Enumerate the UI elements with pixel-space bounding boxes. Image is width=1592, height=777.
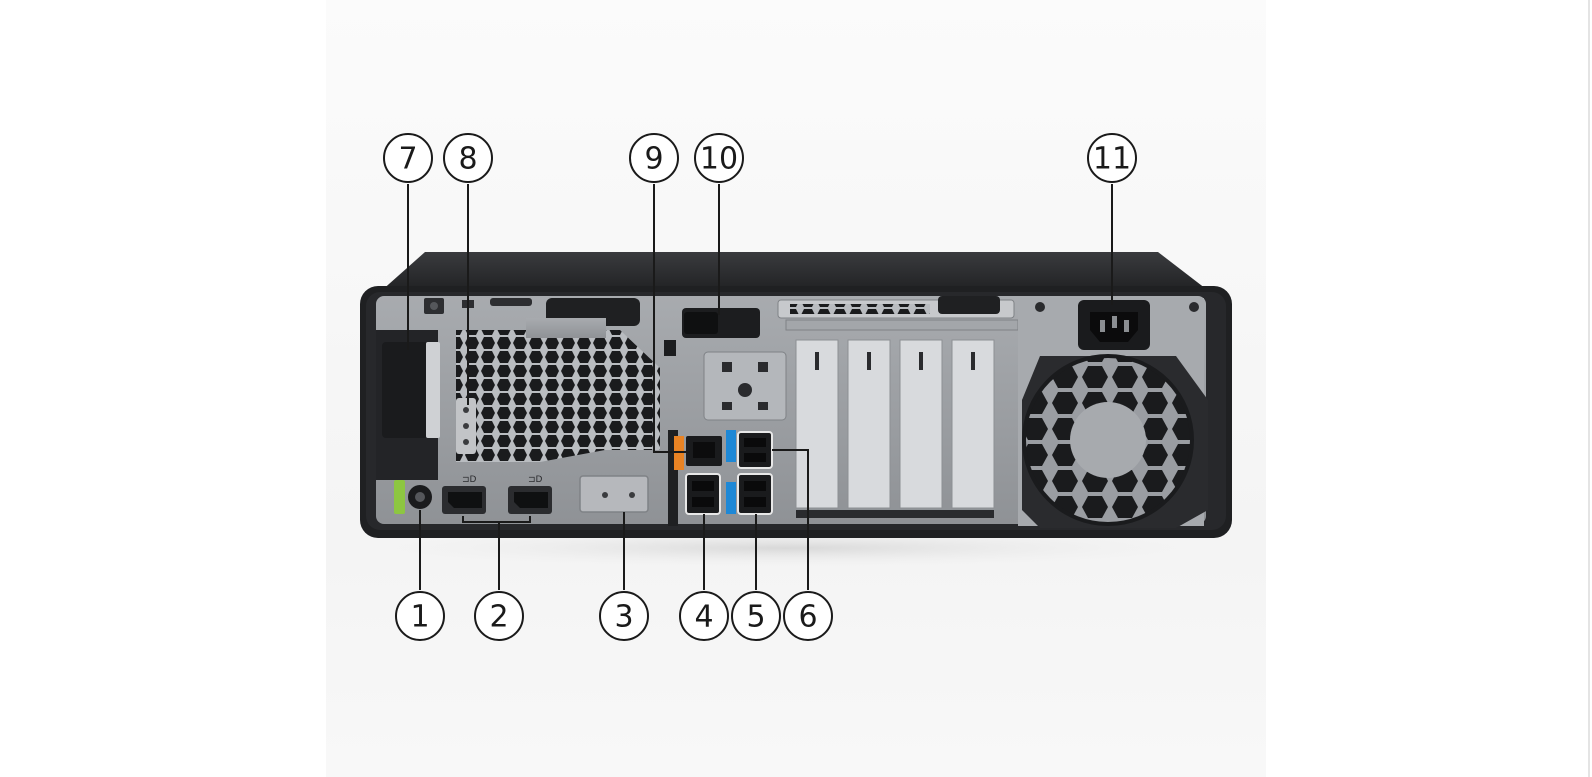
displayport-ports: ⊐D ⊐D: [442, 475, 552, 514]
callout-leader-2: [462, 516, 531, 523]
expansion-slots: [777, 296, 1019, 518]
optional-port-cover: [579, 475, 649, 513]
security-slot-2: [463, 423, 469, 429]
security-slot-1: [463, 407, 469, 413]
psu-screw-1: [1035, 302, 1045, 312]
callout-number-7: 7: [398, 142, 417, 177]
callout-number-9: 9: [644, 142, 663, 177]
latch-grip: [684, 312, 718, 334]
cover-screw-1: [602, 492, 608, 498]
vent-grille: [456, 330, 660, 462]
callout-number-5: 5: [746, 600, 765, 635]
vent-cover: [526, 318, 606, 338]
usb-blue-label-top: [726, 430, 736, 462]
io-divider: [668, 430, 678, 526]
fan-ring: [1022, 354, 1194, 526]
callout-circle-10: [694, 133, 744, 183]
power-pin-2: [1112, 316, 1117, 328]
audio-green-label: [394, 480, 405, 514]
callout-number-1: 1: [410, 600, 429, 635]
usb-ports-top: [737, 431, 773, 469]
callout-circle-5: [731, 591, 781, 641]
latch-catch: [664, 340, 676, 356]
fan-hub: [1070, 402, 1146, 478]
frame-edge: [1588, 0, 1590, 777]
displayport-icon: ⊐D: [462, 475, 477, 485]
callout-number-2: 2: [489, 600, 508, 635]
psu-screw-2: [1189, 302, 1199, 312]
security-slot-3: [463, 439, 469, 445]
callout-circle-9: [629, 133, 679, 183]
top-button-dot: [430, 302, 438, 310]
mount-hole-2: [758, 362, 768, 372]
audio-jack-hole: [415, 492, 425, 502]
mount-hole-3: [722, 402, 732, 410]
top-tab: [490, 298, 532, 306]
displayport-icon: ⊐D: [528, 475, 543, 485]
usb-blue-label-bottom: [726, 482, 736, 514]
callout-circle-11: [1087, 133, 1137, 183]
callout-number-4: 4: [694, 600, 713, 635]
callout-circle-8: [443, 133, 493, 183]
callout-circle-4: [679, 591, 729, 641]
callout-circle-7: [383, 133, 433, 183]
usb-ports-left: [685, 473, 721, 515]
callout-circle-2: [474, 591, 524, 641]
mount-hole-1: [722, 362, 732, 372]
callout-circle-3: [599, 591, 649, 641]
lock-loop: [382, 342, 428, 438]
callout-number-8: 8: [458, 142, 477, 177]
mount-hole-4: [758, 402, 768, 410]
usb-ports-right: [737, 473, 773, 515]
callout-leader-9: [653, 184, 690, 453]
rj45-socket: [693, 442, 715, 458]
power-pin-1: [1100, 320, 1105, 332]
callout-number-11: 11: [1093, 142, 1131, 177]
cover-screw-2: [629, 492, 635, 498]
callout-number-3: 3: [614, 600, 633, 635]
callout-number-10: 10: [700, 142, 738, 177]
chassis-top: [380, 252, 1210, 292]
mount-screw: [738, 383, 752, 397]
power-pin-3: [1124, 320, 1129, 332]
callout-leader-6: [772, 449, 809, 590]
callout-circle-6: [783, 591, 833, 641]
callout-circle-1: [395, 591, 445, 641]
lock-loop-bracket: [426, 342, 440, 438]
callout-number-6: 6: [798, 600, 817, 635]
